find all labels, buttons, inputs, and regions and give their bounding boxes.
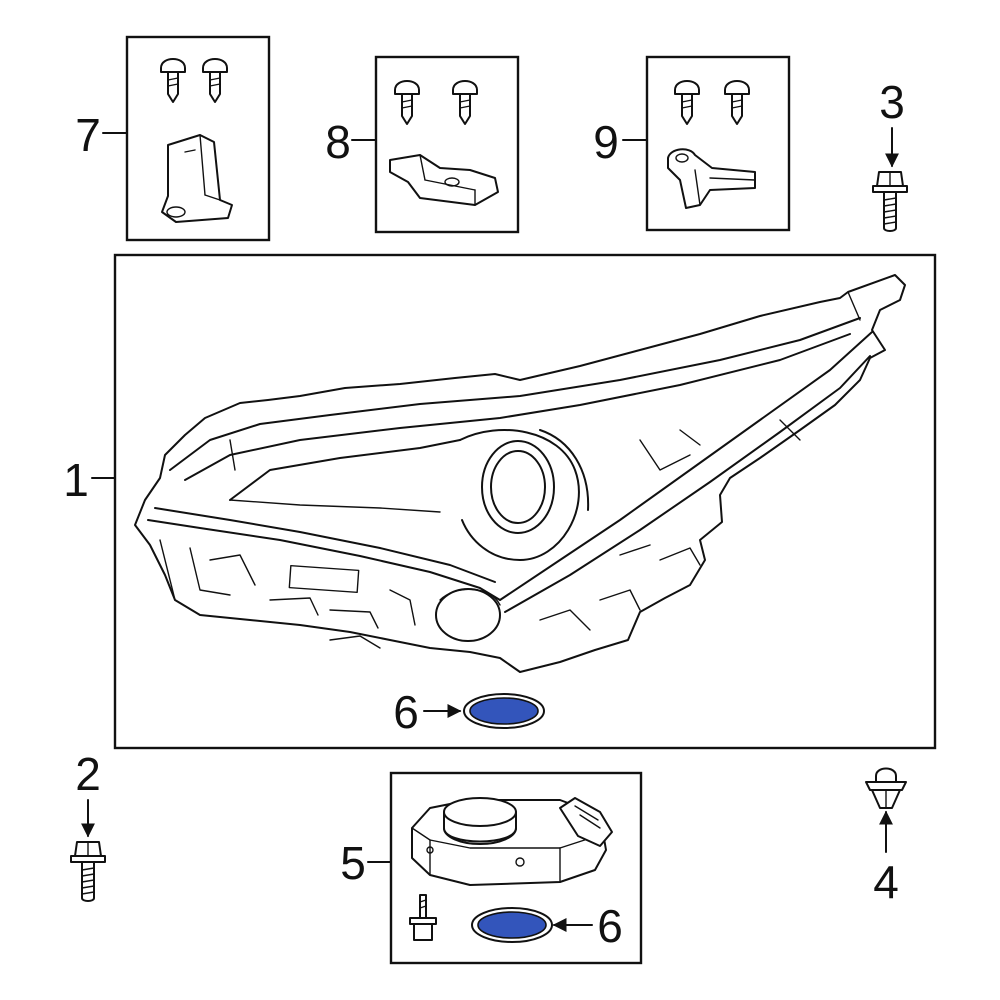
clip-4-group: 4 xyxy=(865,767,907,908)
callout-4: 4 xyxy=(873,856,899,908)
callout-5: 5 xyxy=(340,837,366,889)
seal-ring-icon xyxy=(471,907,553,943)
bolt-icon xyxy=(70,841,106,902)
bolt-3-group: 3 xyxy=(872,76,908,232)
kit-5-box xyxy=(389,771,643,965)
kit-9-box xyxy=(645,55,791,232)
bolt-2-group: 2 xyxy=(70,748,106,902)
bracket-icon xyxy=(161,134,233,223)
screw-icon xyxy=(202,58,228,103)
callout-8: 8 xyxy=(325,116,351,168)
callout-2: 2 xyxy=(75,748,101,800)
bolt-icon xyxy=(872,171,908,232)
callout-6-bottom: 6 xyxy=(597,900,623,952)
screw-icon xyxy=(160,58,186,103)
callout-6-top: 6 xyxy=(393,686,419,738)
screw-icon xyxy=(394,80,420,125)
callout-1: 1 xyxy=(63,454,89,506)
kit-9-group: 9 xyxy=(593,55,791,232)
kit-8-box xyxy=(374,55,520,234)
callout-7: 7 xyxy=(75,109,101,161)
kit-5-group: 5 6 xyxy=(340,771,643,965)
kit-7-box xyxy=(125,35,271,242)
callout-9: 9 xyxy=(593,116,619,168)
callout-3: 3 xyxy=(879,76,905,128)
ballast-module-icon xyxy=(411,797,613,886)
kit-8-group: 8 xyxy=(325,55,520,234)
bracket-icon xyxy=(389,154,499,206)
screw-icon xyxy=(452,80,478,125)
clip-icon xyxy=(865,767,907,809)
bracket-icon xyxy=(667,148,756,209)
kit-7-group: 7 xyxy=(75,35,271,242)
seal-6-top-group: 6 xyxy=(393,686,545,738)
headlamp-frame xyxy=(113,253,937,750)
headlamp-assembly-icon xyxy=(134,274,906,673)
seal-ring-icon xyxy=(463,693,545,729)
screw-icon xyxy=(674,80,700,125)
screw-icon xyxy=(724,80,750,125)
screw-icon xyxy=(409,894,437,941)
